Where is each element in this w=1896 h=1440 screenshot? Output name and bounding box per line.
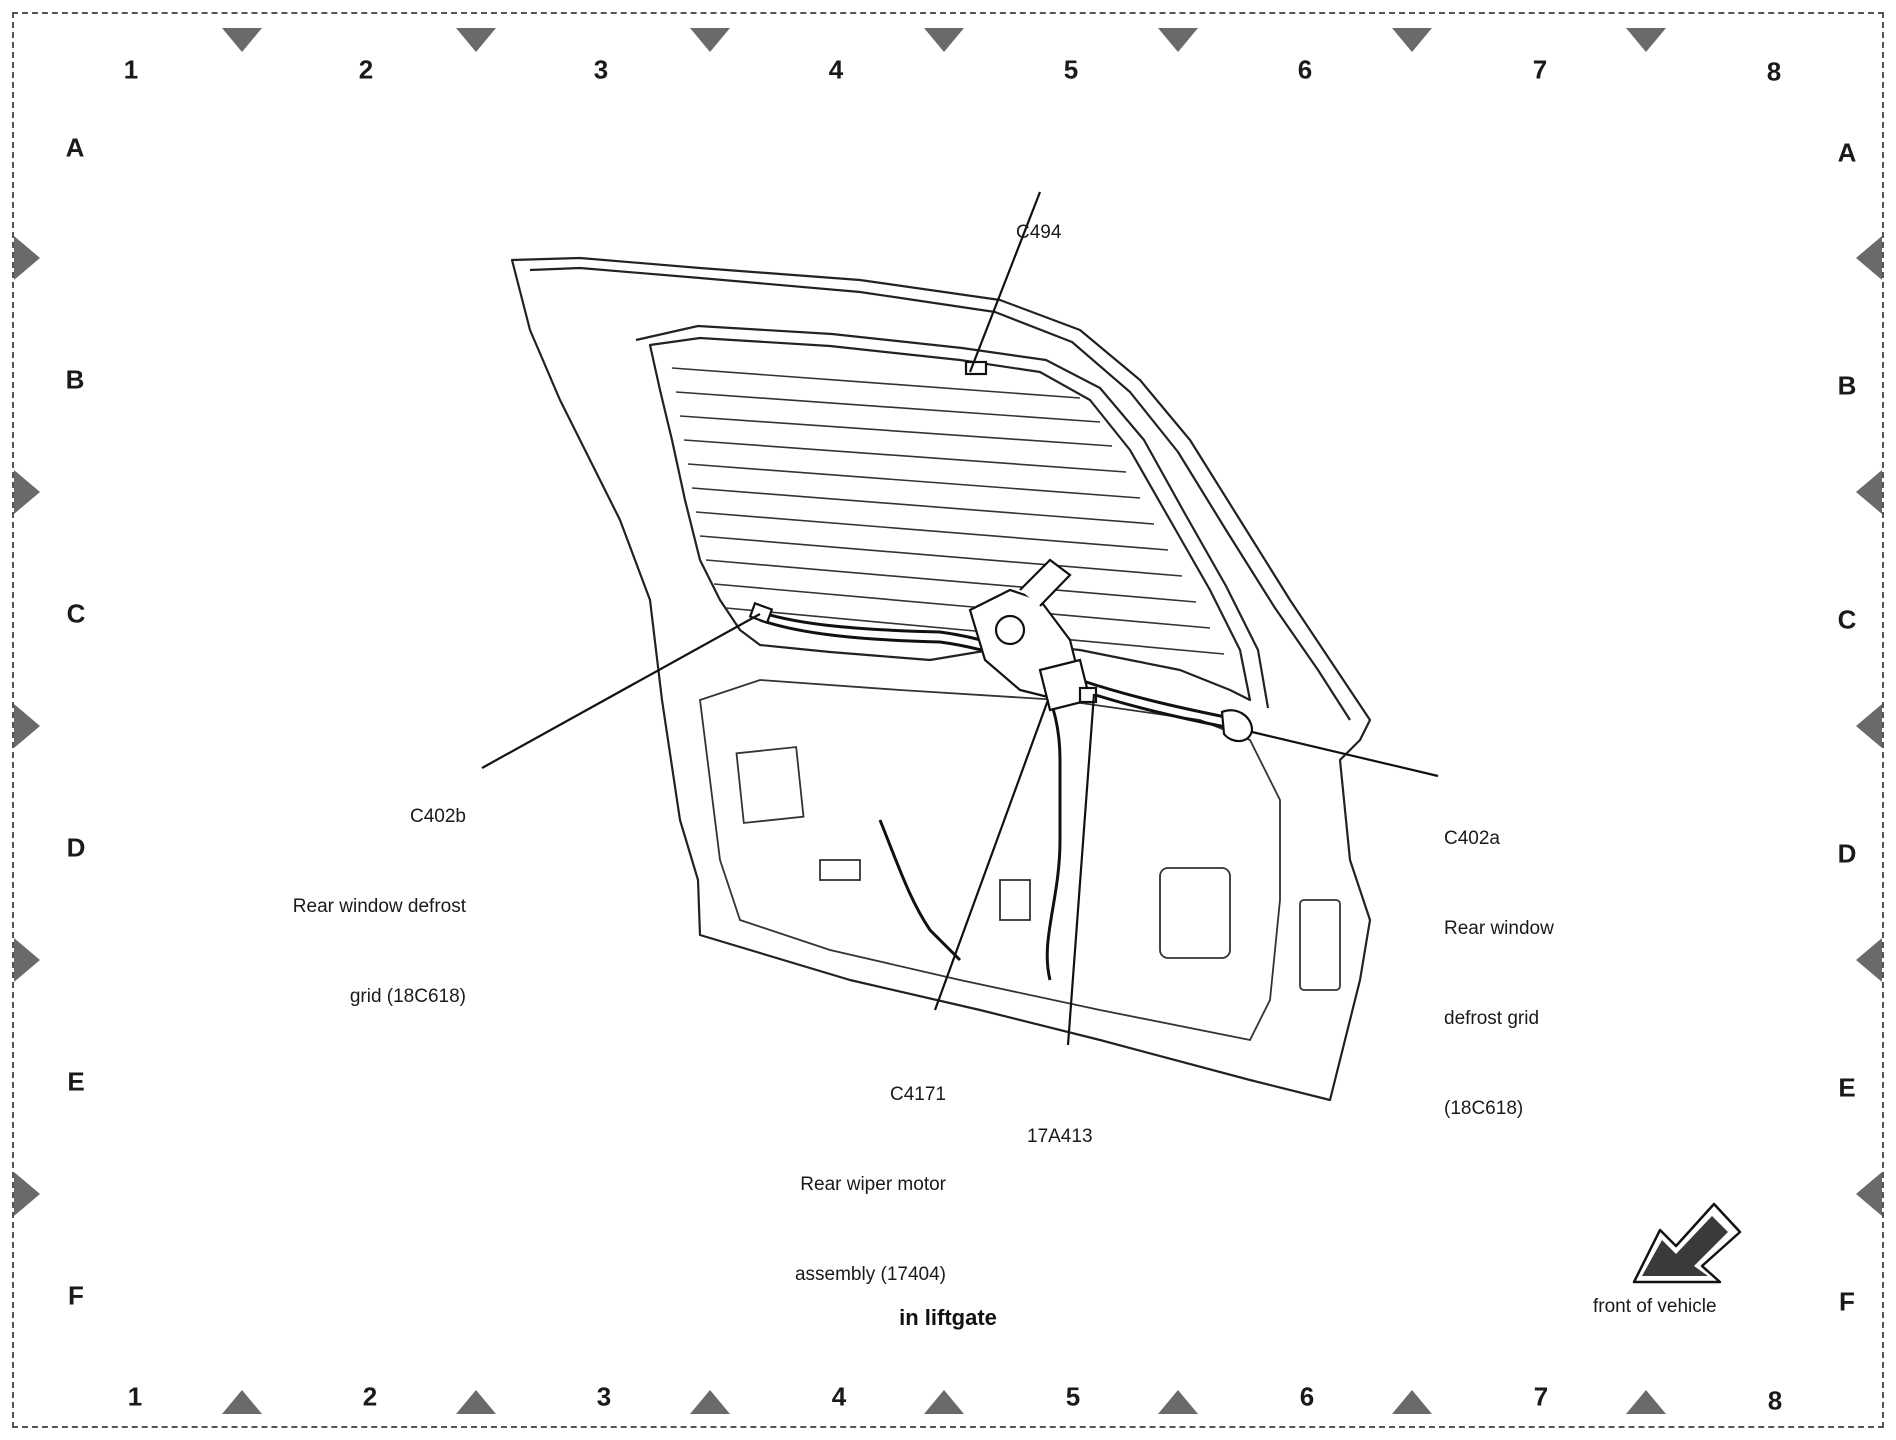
callout-leader-lines	[481, 191, 1439, 1046]
grid-row-c-right: C	[1837, 604, 1857, 635]
grid-col-8-bottom: 8	[1767, 1385, 1783, 1416]
border-triangle-markers	[14, 28, 1882, 1414]
callout-c402a-line-1: Rear window	[1444, 918, 1554, 939]
callout-17a413-code: 17A413	[1027, 1126, 1093, 1147]
grid-col-7-top: 7	[1532, 54, 1548, 85]
grid-row-e-right: E	[1838, 1072, 1856, 1103]
callout-c4171-code: C4171	[890, 1084, 946, 1105]
grid-col-6-top: 6	[1297, 54, 1313, 85]
wiper-motor-shape	[968, 558, 1092, 712]
grid-col-3-bottom: 3	[596, 1381, 612, 1412]
liftgate-illustration	[510, 256, 1372, 1102]
grid-row-d-left: D	[66, 832, 86, 863]
callout-c4171-line-1: Rear wiper motor	[800, 1174, 946, 1195]
callout-c402a-code: C402a	[1444, 828, 1500, 849]
grid-col-5-bottom: 5	[1065, 1381, 1081, 1412]
callout-c402b-code: C402b	[410, 806, 466, 827]
grid-row-d-right: D	[1837, 838, 1857, 869]
liftgate-inner-panel	[699, 679, 1341, 1042]
grid-col-1-top: 1	[123, 54, 139, 85]
grid-col-6-bottom: 6	[1299, 1381, 1315, 1412]
callout-c402b-line-2: grid (18C618)	[349, 986, 466, 1007]
callout-c402b: C402b Rear window defrost grid (18C618)	[262, 742, 466, 1042]
grid-col-8-top: 8	[1766, 56, 1782, 87]
connector-shapes	[748, 360, 1254, 743]
diagram-caption: in liftgate	[899, 1305, 997, 1330]
defrost-grid-lines	[671, 367, 1225, 655]
callout-c4171: C4171 Rear wiper motor assembly (17404)	[738, 1020, 946, 1320]
grid-col-7-bottom: 7	[1533, 1381, 1549, 1412]
grid-row-e-left: E	[67, 1066, 85, 1097]
grid-col-2-bottom: 2	[362, 1381, 378, 1412]
diagram-frame	[12, 12, 1884, 1428]
grid-col-2-top: 2	[358, 54, 374, 85]
callout-c494-code: C494	[1016, 222, 1062, 243]
callout-c494: C494	[1016, 158, 1061, 278]
grid-row-c-left: C	[66, 598, 86, 629]
grid-col-4-top: 4	[828, 54, 844, 85]
front-of-vehicle-arrow-icon	[1632, 1202, 1742, 1284]
front-of-vehicle-label: front of vehicle	[1593, 1296, 1717, 1317]
callout-c402b-line-1: Rear window defrost	[292, 896, 466, 917]
callout-17a413: 17A413	[1027, 1062, 1093, 1182]
grid-row-a-left: A	[65, 132, 85, 163]
callout-c402a: C402a Rear window defrost grid (18C618)	[1444, 764, 1554, 1154]
callout-c402a-line-3: (18C618)	[1444, 1098, 1524, 1119]
grid-row-f-right: F	[1839, 1286, 1855, 1317]
callout-c402a-line-2: defrost grid	[1444, 1008, 1540, 1029]
grid-row-b-right: B	[1837, 370, 1857, 401]
callout-c4171-line-2: assembly (17404)	[794, 1264, 946, 1285]
grid-col-5-top: 5	[1063, 54, 1079, 85]
grid-col-1-bottom: 1	[127, 1381, 143, 1412]
grid-row-a-right: A	[1837, 137, 1857, 168]
grid-row-b-left: B	[65, 364, 85, 395]
grid-col-4-bottom: 4	[831, 1381, 847, 1412]
grid-row-f-left: F	[68, 1280, 84, 1311]
grid-col-3-top: 3	[593, 54, 609, 85]
